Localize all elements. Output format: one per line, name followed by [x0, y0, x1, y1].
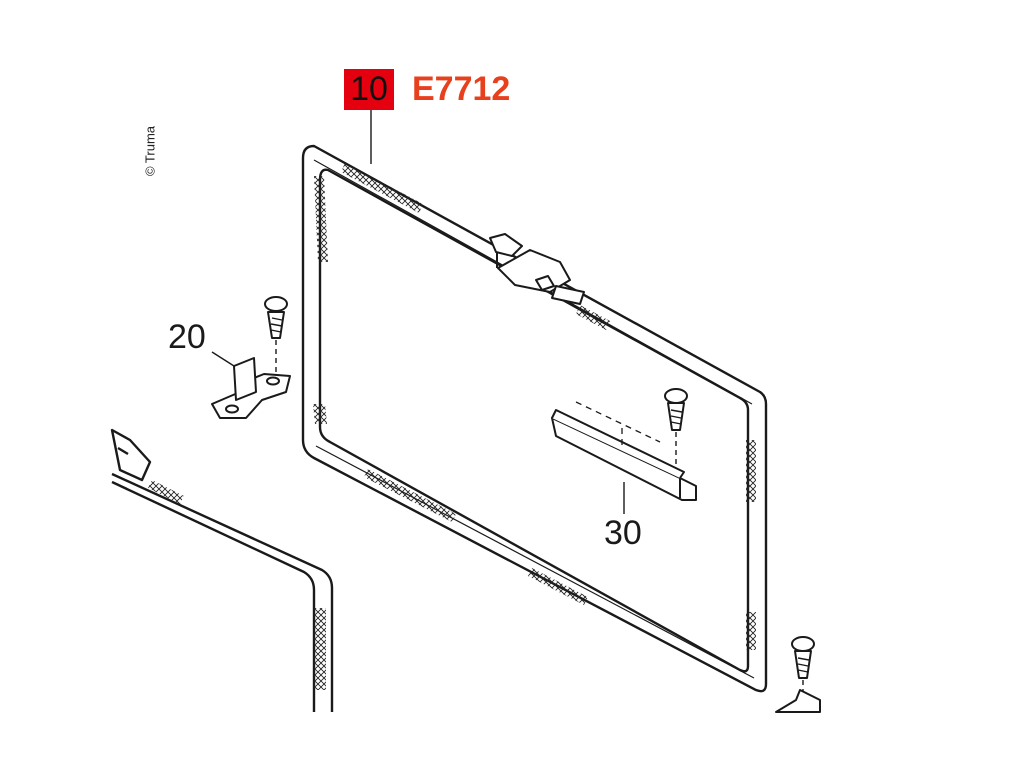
tape-strips-left: [148, 480, 326, 690]
frame-main: [301, 144, 768, 693]
item-number-badge: 10: [344, 69, 394, 110]
frame-partial-left: [110, 428, 334, 712]
callout-rail-label: 30: [604, 514, 642, 552]
rail-part-30: [551, 388, 697, 514]
tape-strips: [313, 163, 756, 650]
bracket-part-20: [211, 296, 291, 419]
callout-bracket-label: 20: [168, 318, 206, 356]
copyright-notice: © Truma: [142, 125, 158, 177]
latch: [489, 233, 585, 305]
part-number-label: E7712: [412, 70, 511, 108]
bracket-partial-right: [775, 636, 821, 713]
